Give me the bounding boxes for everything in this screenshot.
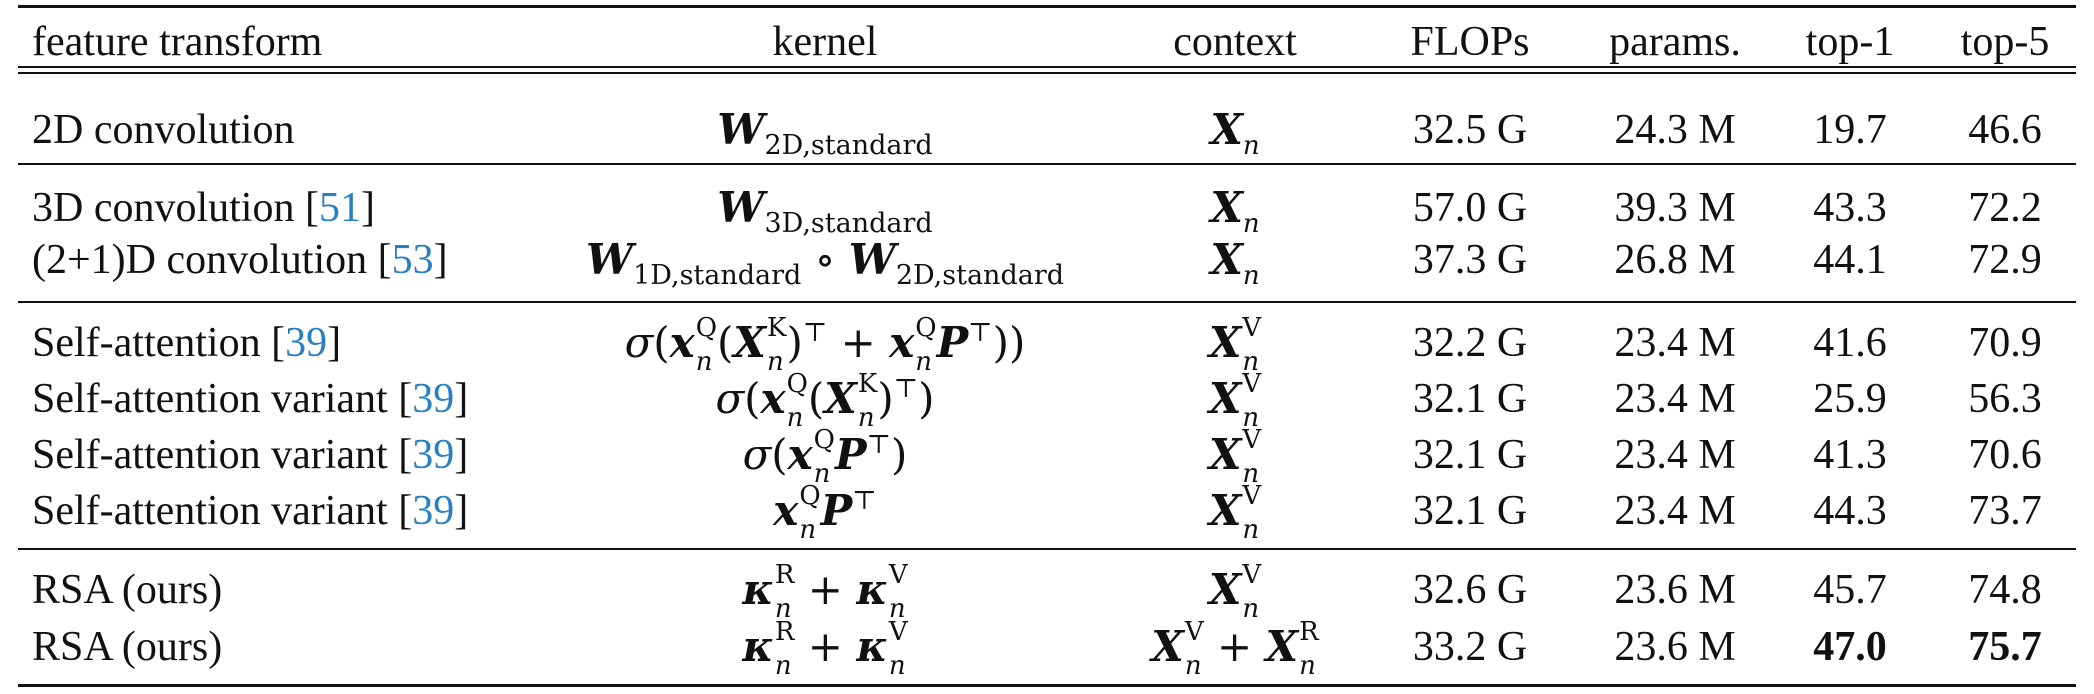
params-value: 23.4 M [1614, 432, 1736, 478]
header-rule-1 [18, 66, 2076, 68]
table-header: feature transform kernel context FLOPs p… [0, 14, 2094, 70]
flops-value: 32.1 G [1412, 488, 1528, 534]
header-top5: top-5 [1960, 19, 2050, 65]
table-row: 3D convolution [51] W3D,standard Xn 57.0… [0, 180, 2094, 239]
citation-link[interactable]: 39 [285, 320, 328, 366]
kernel-formula: W1D,standard ∘ W2D,standard [585, 235, 1065, 291]
kernel-formula: W3D,standard [717, 183, 933, 239]
params-value: 23.4 M [1614, 488, 1736, 534]
flops-value: 32.1 G [1412, 432, 1528, 478]
top1-value: 45.7 [1813, 567, 1887, 613]
citation-link[interactable]: 51 [318, 185, 361, 231]
params-value: 39.3 M [1614, 185, 1736, 231]
section-rule [18, 301, 2076, 303]
top5-value: 70.6 [1968, 432, 2042, 478]
params-value: 23.4 M [1614, 376, 1736, 422]
top5-value: 72.9 [1968, 237, 2042, 283]
flops-value: 32.6 G [1412, 567, 1528, 613]
header-kernel: kernel [772, 19, 878, 65]
feature-transform-name: 3D convolution [32, 185, 305, 231]
feature-transform-name: Self-attention variant [32, 488, 399, 534]
feature-transform-name: RSA (ours) [32, 624, 223, 670]
feature-transform-name: Self-attention [32, 320, 272, 366]
top1-value: 44.1 [1813, 237, 1887, 283]
citation-link[interactable]: 39 [412, 376, 455, 422]
feature-transform-name: RSA (ours) [32, 567, 223, 613]
params-value: 23.6 M [1614, 567, 1736, 613]
flops-value: 57.0 G [1412, 185, 1528, 231]
flops-value: 32.1 G [1412, 376, 1528, 422]
header-flops: FLOPs [1410, 19, 1530, 65]
top5-value: 74.8 [1968, 567, 2042, 613]
context-formula: Xn [1210, 183, 1260, 239]
top-rule [18, 5, 2076, 8]
top1-value: 41.6 [1813, 320, 1887, 366]
params-value: 23.4 M [1614, 320, 1736, 366]
header-feature-transform: feature transform [32, 19, 323, 65]
section-rule [18, 548, 2076, 550]
bottom-rule [18, 684, 2076, 687]
context-formula: Xn [1210, 235, 1260, 291]
citation-link[interactable]: 39 [412, 488, 455, 534]
header-top1: top-1 [1805, 19, 1895, 65]
top5-value-best: 75.7 [1968, 624, 2042, 670]
top1-value-best: 47.0 [1813, 624, 1887, 670]
top1-value: 43.3 [1813, 185, 1887, 231]
flops-value: 32.2 G [1412, 320, 1528, 366]
top5-value: 73.7 [1968, 488, 2042, 534]
citation-link[interactable]: 53 [391, 237, 434, 283]
top5-value: 56.3 [1968, 376, 2042, 422]
section-rule [18, 163, 2076, 165]
top1-value: 44.3 [1813, 488, 1887, 534]
feature-transform-name: Self-attention variant [32, 432, 399, 478]
header-rule-2 [18, 72, 2076, 74]
table-row: 2D convolution W2D,standard Xn 32.5 G 24… [0, 102, 2094, 161]
top5-value: 46.6 [1968, 107, 2042, 153]
context-formula: Xn [1210, 105, 1260, 161]
params-value: 24.3 M [1614, 107, 1736, 153]
table-row: (2+1)D convolution [53] W1D,standard ∘ W… [0, 232, 2094, 291]
top1-value: 41.3 [1813, 432, 1887, 478]
header-params: params. [1609, 19, 1741, 65]
citation-link[interactable]: 39 [412, 432, 455, 478]
params-value: 23.6 M [1614, 624, 1736, 670]
params-value: 26.8 M [1614, 237, 1736, 283]
top5-value: 70.9 [1968, 320, 2042, 366]
feature-transform-name: (2+1)D convolution [32, 237, 378, 283]
flops-value: 37.3 G [1412, 237, 1528, 283]
top5-value: 72.2 [1968, 185, 2042, 231]
feature-transform-name: Self-attention variant [32, 376, 399, 422]
flops-value: 33.2 G [1412, 624, 1528, 670]
top1-value: 19.7 [1813, 107, 1887, 153]
top1-value: 25.9 [1813, 376, 1887, 422]
kernel-formula: W2D,standard [717, 105, 933, 161]
header-context: context [1173, 19, 1297, 65]
flops-value: 32.5 G [1412, 107, 1528, 153]
feature-transform-name: 2D convolution [32, 107, 295, 153]
